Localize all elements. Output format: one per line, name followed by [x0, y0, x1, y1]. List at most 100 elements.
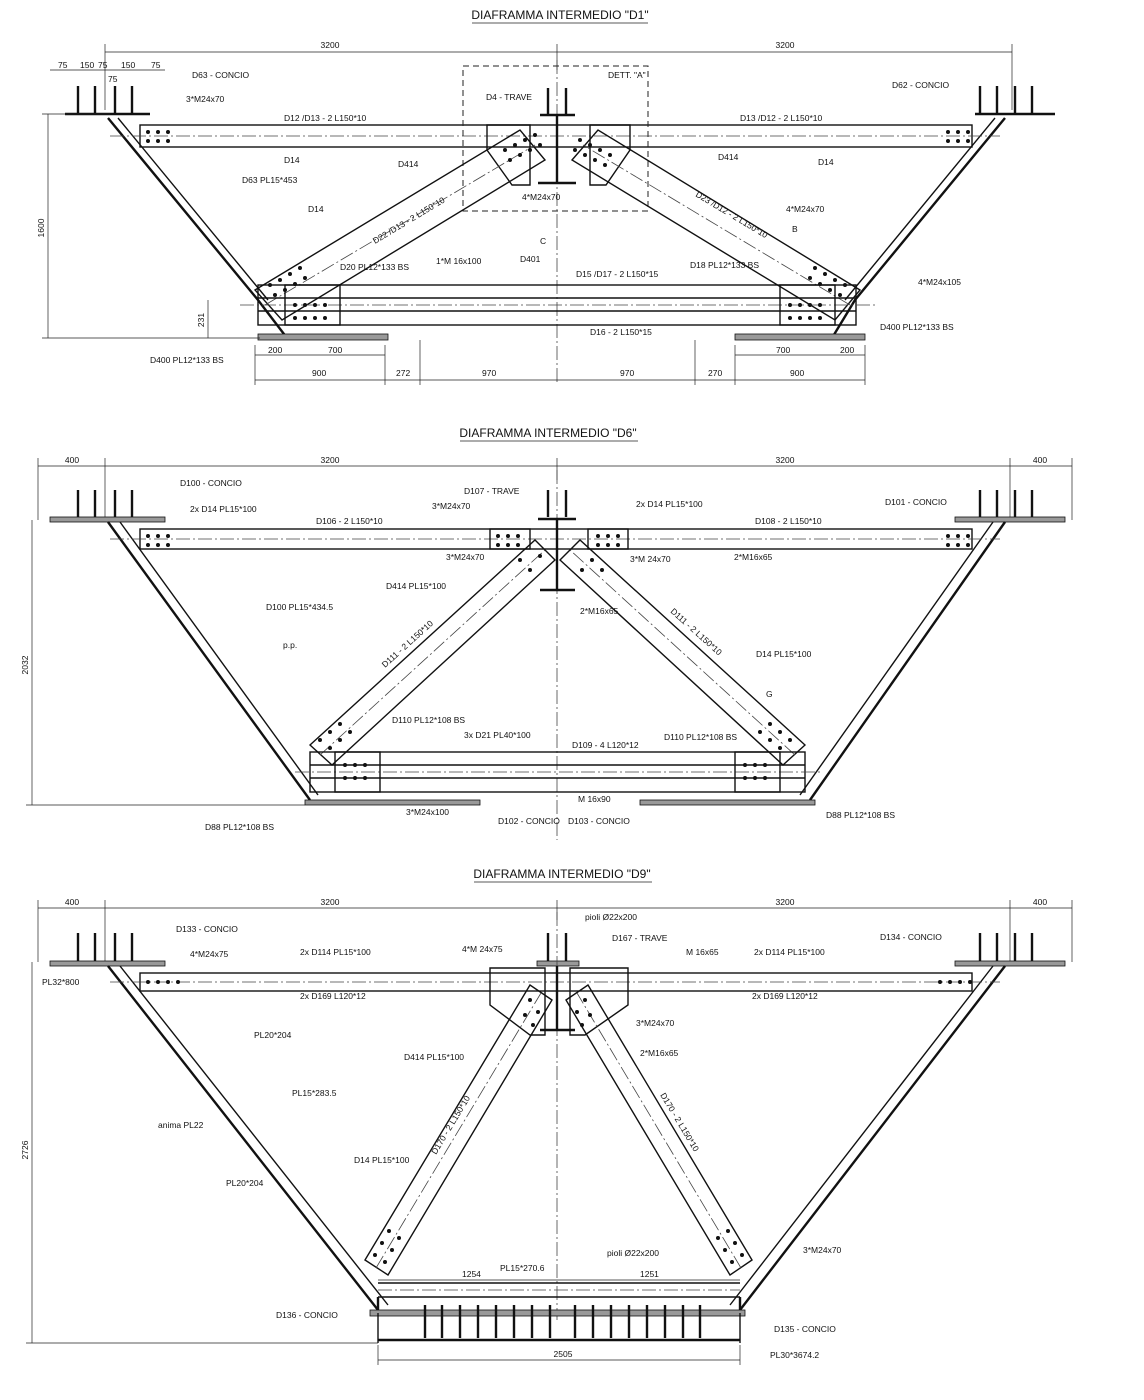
d9-m16x65: M 16x65 [686, 947, 719, 957]
d6-m16x65-b: 2*M16x65 [580, 606, 619, 616]
d1-bottom-plate-right [734, 333, 866, 341]
d1-detail-a-box [462, 65, 649, 212]
d9-left-flange [49, 960, 166, 967]
d6-dim-400-l: 400 [65, 455, 79, 465]
d6-bolts-3m24-b: 3*M24x70 [446, 552, 485, 562]
d1-bolt-groups [146, 130, 970, 320]
d9-right-web [739, 965, 1006, 1311]
d6-right-flange [954, 516, 1066, 523]
d9-dim-2505: 2505 [554, 1349, 573, 1359]
d1-d15: D15 /D17 - 2 L150*15 [576, 269, 658, 279]
d6-d110-left: D110 PL12*108 BS [392, 715, 465, 725]
d1-d20: D20 PL12*133 BS [340, 262, 409, 272]
d9-dim-1254: 1254 [462, 1269, 481, 1279]
d1-trave: D4 - TRAVE [486, 92, 532, 102]
d6-d109: D109 - 4 L120*12 [572, 740, 639, 750]
d1-d401: D401 [520, 254, 541, 264]
d6-bottom-plate-left [304, 799, 481, 806]
d9-dim-right: 3200 [776, 897, 795, 907]
d9-dim-400-r: 400 [1033, 897, 1047, 907]
d1-d414-a: D414 [398, 159, 419, 169]
d1-d14-c: D14 [308, 204, 324, 214]
d6-bolts-3m24-a: 3*M24x70 [432, 501, 471, 511]
d6-concio-right: D101 - CONCIO [885, 497, 947, 507]
d6-d100: D100 PL15*434.5 [266, 602, 333, 612]
d9-pl15b: PL15*270.6 [500, 1263, 545, 1273]
d9-pl32: PL32*800 [42, 977, 80, 987]
d1-concio-right: D62 - CONCIO [892, 80, 950, 90]
d9-pioli-top: pioli Ø22x200 [585, 912, 637, 922]
d1-topdim-0: 75 [58, 60, 68, 70]
d1-dim-left: 3200 [321, 40, 340, 50]
d6-d111-left: D111 - 2 L150*10 [380, 618, 435, 669]
d1-d400-left: D400 PL12*133 BS [150, 355, 224, 365]
d9-bottom-studs [423, 1305, 702, 1338]
d9-d170-right: D170 - 2 L150*10 [658, 1091, 701, 1154]
d1-left-web [107, 117, 288, 339]
d9-concio-left: D133 - CONCIO [176, 924, 238, 934]
d9-trave-flange [536, 960, 580, 967]
d9-pl20-b: PL20*204 [226, 1178, 264, 1188]
d1-pl15: D63 PL15*453 [242, 175, 298, 185]
d9-anima: anima PL22 [158, 1120, 204, 1130]
d9-d136: D136 - CONCIO [276, 1310, 338, 1320]
d1-d18: D18 PL12*133 BS [690, 260, 759, 270]
d6-diagonal-right [558, 539, 807, 766]
d6-m16x65-a: 2*M16x65 [734, 552, 773, 562]
d9-d114-left: 2x D114 PL15*100 [300, 947, 371, 957]
d6-d106: D106 - 2 L150*10 [316, 516, 383, 526]
d9-concio-right: D134 - CONCIO [880, 932, 942, 942]
d9-diagonal-right [565, 984, 753, 1276]
d9-pioli-bottom: pioli Ø22x200 [607, 1248, 659, 1258]
d9-bolts-4m24-b: 4*M 24x75 [462, 944, 503, 954]
d6-d21: 3x D21 PL40*100 [464, 730, 531, 740]
d6-height: 2032 [20, 655, 30, 674]
d1-topdim-4: 75 [151, 60, 161, 70]
d1-topdim-3: 150 [121, 60, 135, 70]
d6-d110-right: D110 PL12*108 BS [664, 732, 737, 742]
d1-studs-right [978, 86, 1034, 114]
d1-sec-c: C [540, 236, 546, 246]
d1-d16: D16 - 2 L150*15 [590, 327, 652, 337]
d1-bdim-4: 970 [482, 368, 496, 378]
d9-gusset-left [489, 967, 546, 1036]
d9-studs [76, 933, 1034, 961]
d6-bolts-3m24-c: 3*M 24x70 [630, 554, 671, 564]
d9-pl20-a: PL20*204 [254, 1030, 292, 1040]
d1-d14-a: D14 [284, 155, 300, 165]
d1-m24x105: 4*M24x105 [918, 277, 961, 287]
d6-d14-right: 2x D14 PL15*100 [636, 499, 703, 509]
d9-bolts-4m24-a: 4*M24x75 [190, 949, 229, 959]
d1-bdim-5: 970 [620, 368, 634, 378]
d1-m16: 1*M 16x100 [436, 256, 482, 266]
d6-dim-right: 3200 [776, 455, 795, 465]
d1-topdim-5: 75 [108, 74, 118, 84]
d6-studs [76, 490, 1034, 517]
d9-title: DIAFRAMMA INTERMEDIO "D9" [473, 867, 650, 881]
d9-dim-1251: 1251 [640, 1269, 659, 1279]
d6-gusset-left [489, 528, 531, 550]
d6-d14-pl: D14 PL15*100 [756, 649, 812, 659]
d6-d111-right: D111 - 2 L150*10 [669, 606, 724, 657]
d1-d414-b: D414 [718, 152, 739, 162]
d6-bottom-plate-right [639, 799, 816, 806]
d1-dim-231: 231 [196, 313, 206, 327]
d6-dim-left: 3200 [321, 455, 340, 465]
d1-d12: D12 /D13 - 2 L150*10 [284, 113, 366, 123]
d6-sec-g: G [766, 689, 773, 699]
d1-topdim-2: 75 [98, 60, 108, 70]
d1-bdim-1: 700 [328, 345, 342, 355]
d1-d14-b: D14 [818, 157, 834, 167]
d9-d135: D135 - CONCIO [774, 1324, 836, 1334]
d6-gusset-right [587, 528, 629, 550]
d9-bolts-3m24-b: 3*M24x70 [803, 1245, 842, 1255]
d1-height: 1600 [36, 218, 46, 237]
d1-title: DIAFRAMMA INTERMEDIO "D1" [471, 8, 648, 22]
d1-d23: D23 /D12 - 2 L150*10 [694, 189, 770, 240]
d9-dim-left: 3200 [321, 897, 340, 907]
d6-concio-left: D100 - CONCIO [180, 478, 242, 488]
d1-studs-left [76, 86, 134, 114]
d1-bdim-8: 200 [840, 345, 854, 355]
d9-d114-right: 2x D114 PL15*100 [754, 947, 825, 957]
